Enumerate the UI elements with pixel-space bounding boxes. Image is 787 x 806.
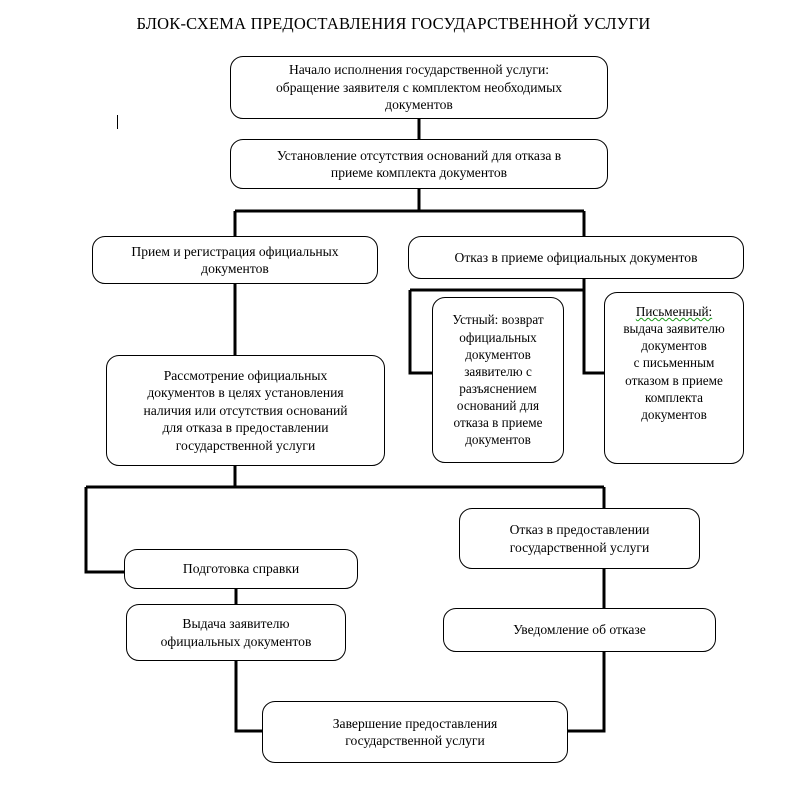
node-refusal-notice-label: Уведомление об отказе [513, 622, 646, 638]
node-completion-label: Завершение предоставления государственно… [332, 715, 498, 748]
node-refuse-service[interactable]: Отказ в предоставлении государственной у… [459, 508, 700, 569]
edge-issue-to-completion [234, 661, 266, 733]
node-review-docs-label: Рассмотрение официальных документов в це… [143, 368, 348, 453]
node-refusal-notice[interactable]: Уведомление об отказе [443, 608, 716, 652]
text-caret-mark [117, 115, 118, 129]
node-refuse-accept-label: Отказ в приеме официальных документов [454, 249, 698, 265]
spellcheck-underlined-word: Письменный: [635, 304, 713, 319]
edge-to-written-left [582, 290, 604, 375]
edge-to-oral-left [408, 290, 432, 375]
node-check-grounds[interactable]: Установление отсутствия оснований для от… [230, 139, 608, 189]
node-check-grounds-label: Установление отсутствия оснований для от… [276, 147, 562, 180]
node-issue-docs[interactable]: Выдача заявителю официальных документов [126, 604, 346, 661]
node-prepare-certificate[interactable]: Подготовка справки [124, 549, 358, 589]
node-written-refusal[interactable]: Письменный: выдача заявителю документов … [604, 292, 744, 464]
node-refuse-accept[interactable]: Отказ в приеме официальных документов [408, 236, 744, 279]
node-refuse-service-label: Отказ в предоставлении государственной у… [509, 522, 650, 555]
node-written-refusal-label: Письменный: выдача заявителю документов … [623, 304, 725, 422]
edge-notice-to-completion [566, 652, 606, 733]
node-completion[interactable]: Завершение предоставления государственно… [262, 701, 568, 763]
node-oral-refusal-label: Устный: возврат официальных документов з… [452, 312, 544, 448]
page-title: БЛОК-СХЕМА ПРЕДОСТАВЛЕНИЯ ГОСУДАРСТВЕННО… [136, 14, 651, 33]
node-start[interactable]: Начало исполнения государственной услуги… [230, 56, 608, 119]
node-start-label: Начало исполнения государственной услуги… [276, 62, 562, 113]
node-accept-register-label: Прием и регистрация официальных документ… [131, 243, 339, 276]
edge-to-prepare-certificate [84, 487, 124, 574]
node-prepare-certificate-label: Подготовка справки [182, 561, 300, 577]
node-issue-docs-label: Выдача заявителю официальных документов [160, 616, 312, 649]
node-review-docs[interactable]: Рассмотрение официальных документов в це… [106, 355, 385, 466]
node-oral-refusal[interactable]: Устный: возврат официальных документов з… [432, 297, 564, 463]
node-accept-register[interactable]: Прием и регистрация официальных документ… [92, 236, 378, 284]
